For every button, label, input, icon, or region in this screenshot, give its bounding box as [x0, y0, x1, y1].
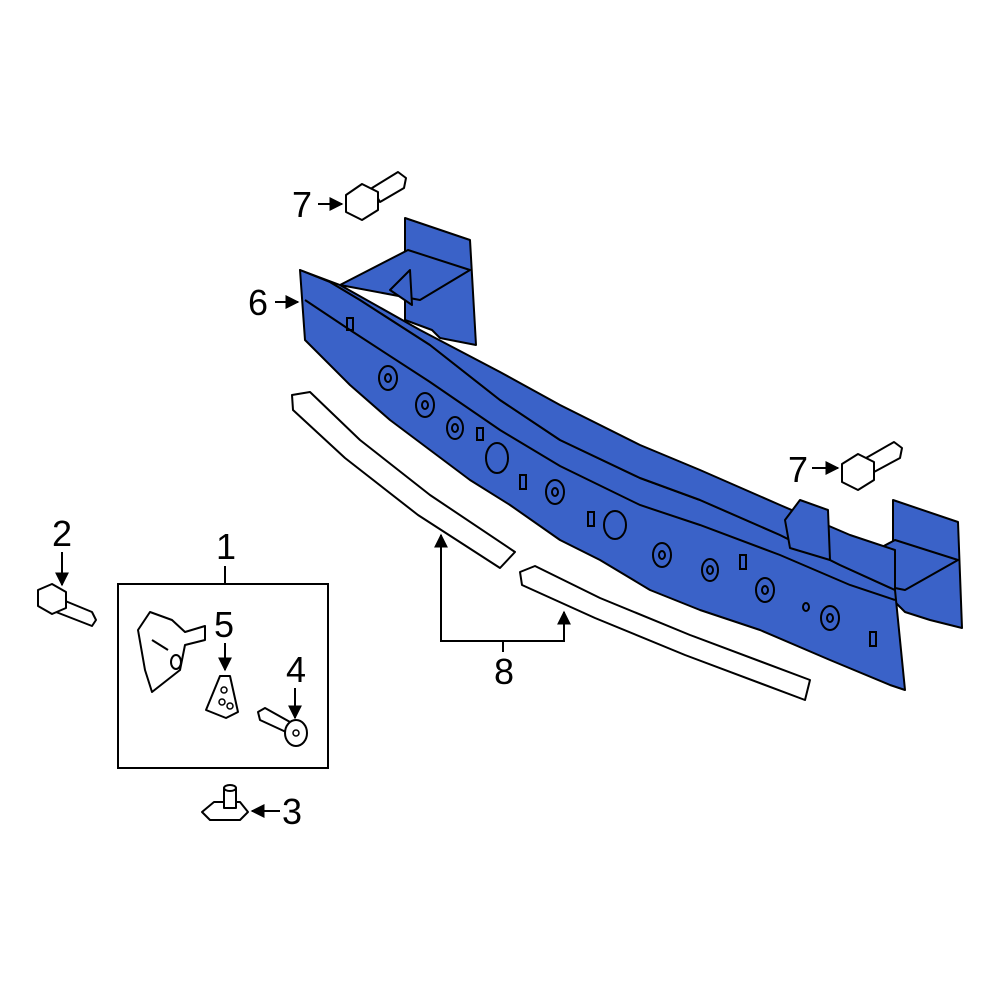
- callout-label-4: 4: [286, 649, 306, 690]
- callout-label-5: 5: [214, 604, 234, 645]
- bumper-reinforcement-part-6[interactable]: [299, 217, 963, 691]
- leader-lines: [55, 197, 840, 818]
- callout-label-7-top: 7: [292, 184, 312, 225]
- kit-box-part-1: [117, 583, 329, 769]
- callout-label-8: 8: [494, 651, 514, 692]
- bracket-icon-part-1[interactable]: [137, 611, 206, 693]
- callout-label-2: 2: [52, 513, 72, 554]
- callout-label-6: 6: [248, 282, 268, 323]
- callout-label-1: 1: [216, 526, 236, 567]
- bolt-icon-part-2[interactable]: [37, 583, 97, 627]
- callout-label-3: 3: [282, 791, 302, 832]
- bolt-icon-part-7-top[interactable]: [345, 171, 407, 221]
- nut-plate-icon-part-5[interactable]: [205, 675, 239, 719]
- callout-label-7-right: 7: [788, 449, 808, 490]
- push-pin-icon-part-4[interactable]: [257, 707, 308, 747]
- nut-icon-part-3[interactable]: [201, 784, 249, 821]
- bolt-icon-part-7-right[interactable]: [841, 441, 903, 491]
